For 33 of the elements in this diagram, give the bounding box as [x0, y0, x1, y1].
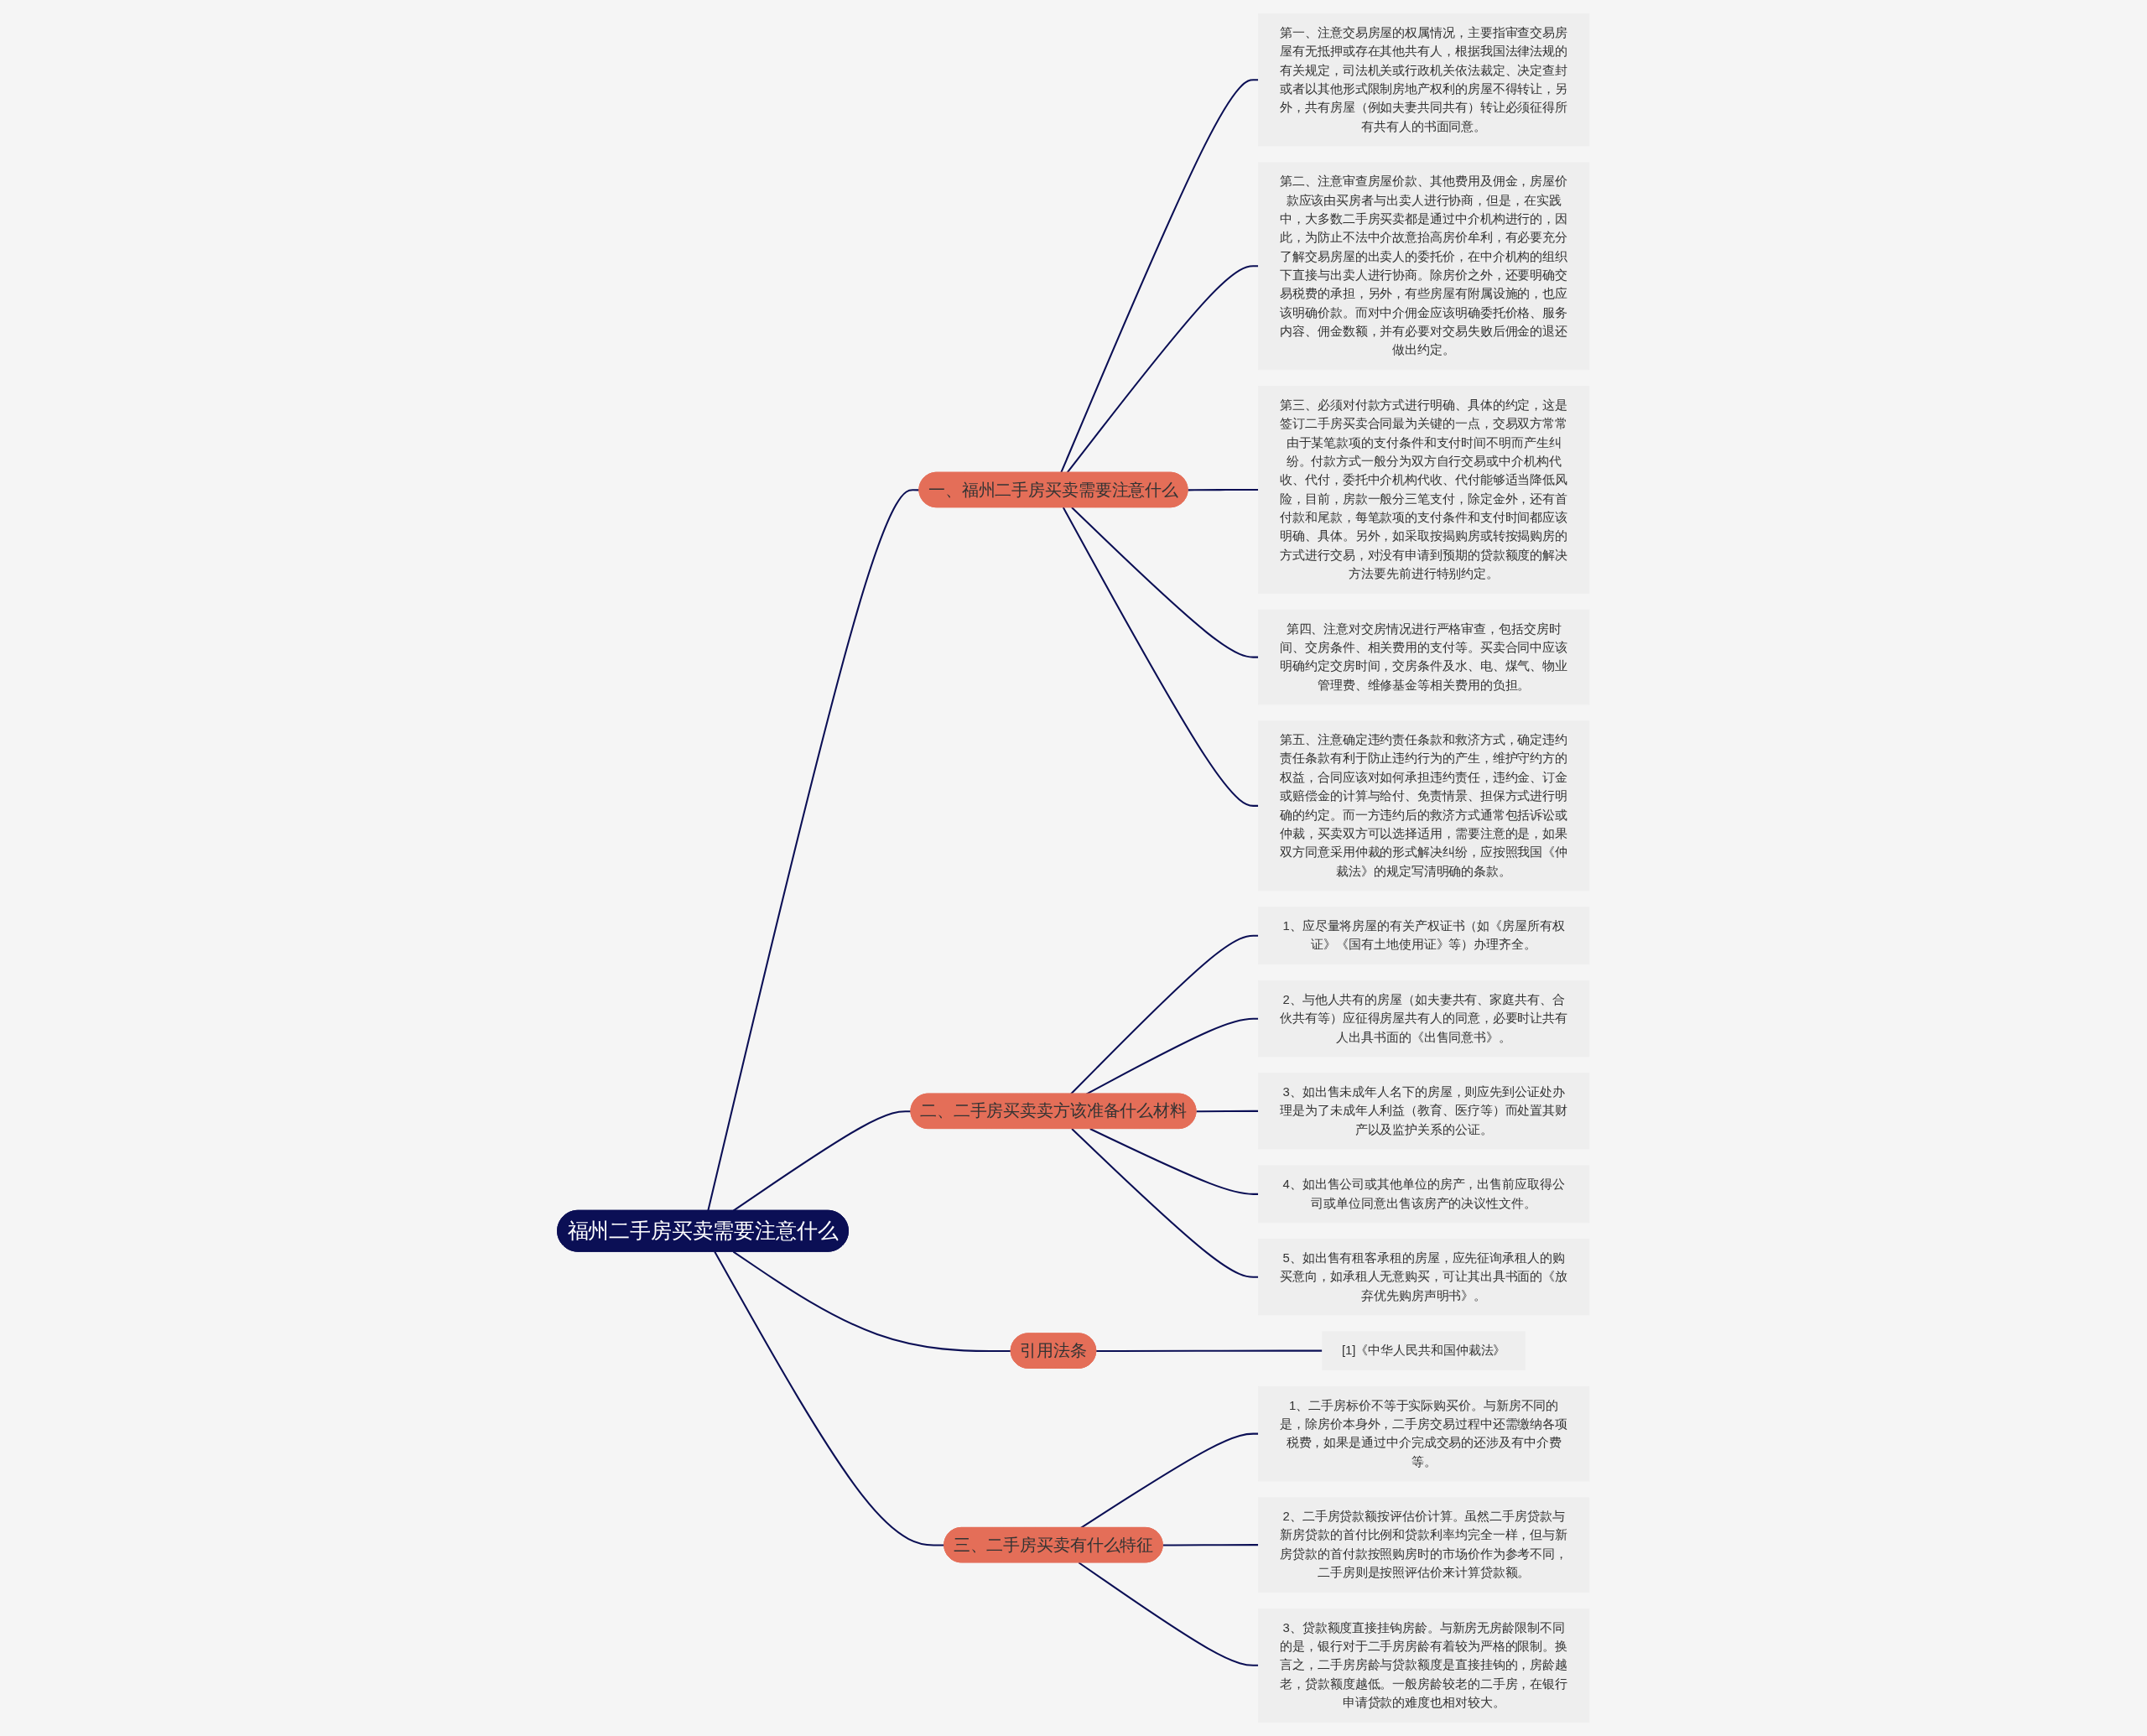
node-box [1258, 386, 1590, 594]
connector [1078, 1562, 1259, 1666]
node-box [1258, 1239, 1590, 1316]
node-box [1258, 1497, 1590, 1593]
node-box [1258, 1073, 1590, 1150]
node-box [1258, 1608, 1590, 1723]
node-box [1258, 720, 1590, 891]
connector [1080, 1432, 1259, 1529]
node-box [1322, 1331, 1526, 1370]
node-box [1258, 907, 1590, 965]
connector [1096, 1349, 1323, 1353]
node-box [1258, 162, 1590, 371]
connector [1188, 488, 1259, 491]
connector [707, 489, 920, 1211]
connector [1071, 507, 1259, 658]
node-box [1258, 1385, 1590, 1482]
connector [1086, 1017, 1259, 1095]
mind-map-drawing: 福州二手房买卖需要注意什么 一、福州二手房买卖需要注意什么 第一、注意交易房屋的权属情况，主要指审查交易房屋有无抵押或存在其他共有人，根据我国法律法规的有关规定，司法机关或行政机关依法裁定、决定查封或者以其他形式限制房地产权利的房屋不得转让，另外，共有房屋（例如夫妻共同共有）转让必须征得所有共有人的书面同意。 第二、注意审查房屋价款、其他费用及佣金，房屋价款应该由买房者与出卖人进行协商，但是，在实践中，大多数二手房买卖都是通过中介机构进行的，因此，为防止不法中介故意抬高房价牟利，有必要充分了解交易房屋的出卖人的委托价，在中介机构的组织下直接与出卖人进行协商。除房价之外，还要明确交易税费的承担，另外，有些房屋有附属设施的，也应该明确价款。而对中介佣金应该明确委托价格、服务内容、佣金数额，并有必要对交易失败后佣金的退还做出约定。 第三、必须对付款方式进行明确、具体的约定，这是签订二手房买卖合同最为关键的一点，交易双方常常由于某笔款项的支付条件和支付时间不明而产生纠纷。付款方式一般分为双方自行交易或中介机构代收、代付，委托中介机构代收、代付能够适当降低风险，目前，房款一般分三笔支付，除定金外，还有首付款和尾款，每笔款项的支付条件和支付时间都应该明确、具体。另外，如采取按揭购房或转按揭购房的方式进行交易，对没有申请到预期的贷款额度的解决方法要先前进行特别约定。 第四、注意对交房情况进行严格审查，包括交房时间、交房条件、相关费用的支付等。买卖合同中应该明确约定交房时间，交房条件及水、电、煤气、物业管理费、维修基金等相关费用的负担。 第五、注意确定违约责任条款和救济方式，确定违约责任条款有利于防止违约行为的产生，维护守约方的权益，合同应该对如何承担违约责任，违约金、订金或赔偿金的计算与给付、免责情景、担保方式进行明确的约定。而一方违约后的救济方式通常包括诉讼或仲裁，买卖双方可以选择适用，需要注意的是，如果双方同意采用仲裁的形式解决纠纷，应按照我国《仲裁法》的规定写清明确的条款。 二、二手房买卖卖方该准备什么材料 1、应尽量将房屋的有关产权证书（如《房屋所有权证》《国有土地使用证》等）办理齐全。 2、与他人共有的房屋（如夫妻共有、家庭共有、合伙共有等）应征得房屋共有人的同意，必要时让共有人出具书面的《出售同意书》。 3、如出售未成年人名下的房屋，则应先到公证处办理是为了未成年人利益（教育、医疗等）而处置其财产以及监护关系的公证。 4、如出售公司或其他单位的房产，出售前应取得公司或单位同意出售该房产的决议性文件。 5、如出售有租客承租的房屋，应先征询承租人的购买意向，如承租人无意购买，可让其出具书面的《放弃优先购房声明书》。 引用法条 [1]《中华人民共和国仲裁法》 三、二手房买卖有什么特征 1、二手房标价不等于实际购买价。与新房不同的是，除房价本身外，二手房交易过程中还需缴纳各项税费，如果是通过中介完成交易的还涉及有中介费等。 2、二手房贷款额按评估价计算。虽然二手房贷款与新房贷款的首付比例和贷款利率均完全一样，但与新房贷款的首付款按照购房时的市场价作为参考不同，二手房则是按照评估价来计算贷款额。 3、贷款额度直接挂钩房龄。与新房无房龄限制不同的是，银行对于二手房房龄有着较为严格的限制。换言之，二手房房龄与贷款额度是直接挂钩的，房龄越老，贷款额度越低。一般房龄较老的二手房，在银行申请贷款的难度也相对较大。 [552, 8, 1595, 1728]
connector [1063, 507, 1259, 807]
connector [1196, 1110, 1259, 1113]
connector [1066, 265, 1259, 474]
node-box [1258, 1165, 1590, 1224]
connector [714, 1251, 945, 1546]
node-box [1258, 13, 1590, 147]
connector [1060, 79, 1259, 474]
connector [733, 1110, 912, 1212]
connector [733, 1250, 1011, 1353]
node-box [1258, 980, 1590, 1058]
node-box [1258, 609, 1590, 705]
connector [1089, 1128, 1259, 1195]
connector [1070, 934, 1259, 1095]
connector [1071, 1128, 1259, 1278]
connector [1162, 1544, 1259, 1546]
